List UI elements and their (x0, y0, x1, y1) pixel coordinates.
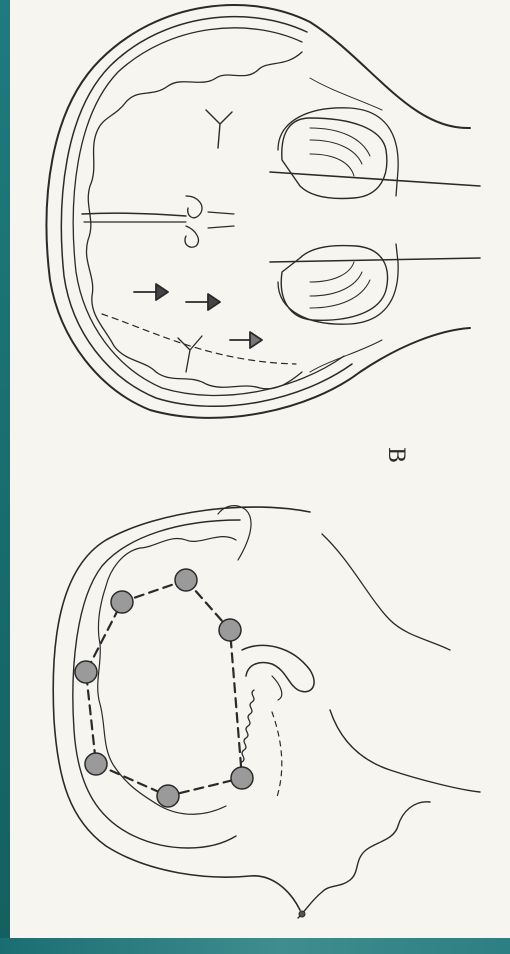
head-profile-diagram (53, 506, 480, 918)
brain-section-diagram (47, 5, 480, 418)
scanned-page: B (10, 0, 510, 938)
medical-illustration (10, 0, 510, 938)
panel-b-label: B (382, 440, 408, 470)
slide-bottom-bar (0, 938, 510, 954)
